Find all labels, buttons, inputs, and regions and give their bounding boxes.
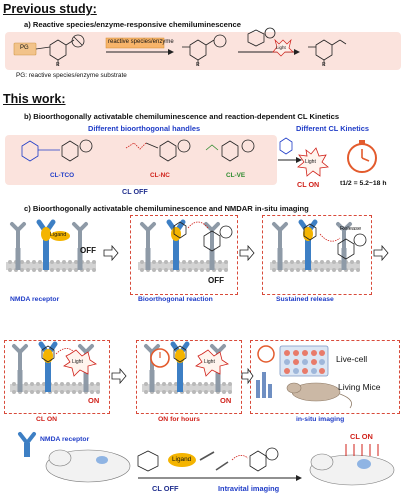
cl-tco-label: CL-TCO xyxy=(50,172,75,179)
cl-tco-structure xyxy=(21,139,93,162)
kinetics-title: Different CL Kinetics xyxy=(296,124,369,133)
panel-a-background xyxy=(5,32,401,70)
light-burst-b xyxy=(297,147,329,177)
r-label-3: R xyxy=(322,62,326,68)
nmda-receptor-label: NMDA receptor xyxy=(10,296,60,303)
dioxetane-intermediate xyxy=(247,27,276,47)
cl-nc-structure xyxy=(125,139,191,162)
caption-in-situ-imaging: in-situ imaging xyxy=(296,416,345,423)
on-label-1: ON xyxy=(88,396,100,405)
bottom-intravital-label: Intravital imaging xyxy=(218,484,280,493)
bottom-cl-off-label: CL OFF xyxy=(152,484,179,493)
molecule-1 xyxy=(35,34,85,66)
molecule-2 xyxy=(182,34,227,66)
r-label-1: R xyxy=(56,62,60,68)
pg-label: PG xyxy=(20,45,29,51)
stopwatch-icon-b xyxy=(347,140,377,173)
light-label-c2: Light xyxy=(204,359,215,365)
cl-on-label-b: CL ON xyxy=(297,180,320,189)
molecule-3 xyxy=(308,39,347,66)
light-burst-a xyxy=(272,38,294,57)
off-label-2: OFF xyxy=(208,276,224,285)
cl-nc-label: CL-NC xyxy=(150,172,170,179)
light-label-a: Light xyxy=(276,45,286,50)
this-work-heading: This work: xyxy=(3,92,66,106)
panel-a-title: a) Reactive species/enzyme-responsive ch… xyxy=(24,20,241,29)
bottom-cl-on-label: CL ON xyxy=(350,432,373,441)
cl-ve-label: CL-VE xyxy=(226,172,246,179)
r-label-2: R xyxy=(196,62,200,68)
live-cell-label: Live-cell xyxy=(336,354,368,364)
panel-c-title: c) Bioorthogonally activatable chemilumi… xyxy=(24,204,309,213)
previous-study-heading: Previous study: xyxy=(3,2,97,16)
caption-on-for-hours: ON for hours xyxy=(158,416,200,423)
caption-sustained-release: Sustained release xyxy=(276,296,334,303)
caption-bioorthogonal: Bioorthogonal reaction xyxy=(138,296,213,303)
cl-off-label-b: CL OFF xyxy=(122,187,148,196)
cl-ve-structure xyxy=(205,139,255,162)
reactive-arrow-label-bg xyxy=(105,37,165,49)
panel-b-title: b) Bioorthogonally activatable chemilumi… xyxy=(24,112,340,121)
light-label-c1: Light xyxy=(72,359,83,365)
handles-title: Different bioorthogonal handles xyxy=(88,124,201,133)
reactive-arrow-label: reactive species/enzyme xyxy=(108,39,174,45)
tetrazine-b xyxy=(279,137,293,155)
ligand-oval-1 xyxy=(50,231,70,241)
off-label-1: OFF xyxy=(80,246,96,255)
light-label-b: Light xyxy=(305,159,316,165)
panel-a-footnote: PG: reactive species/enzyme substrate xyxy=(16,72,127,79)
ligand-label-1: Ligand xyxy=(50,232,67,238)
bottom-ligand-label: Ligand xyxy=(172,456,192,463)
on-label-2: ON xyxy=(220,396,232,405)
caption-cl-on: CL ON xyxy=(36,416,58,423)
living-mice-label: Living Mice xyxy=(338,382,381,392)
bottom-nmda-receptor-label: NMDA receptor xyxy=(40,436,90,443)
half-life-label: t1/2 = 5.2~18 h xyxy=(340,180,387,187)
release-label: Release xyxy=(340,226,362,232)
